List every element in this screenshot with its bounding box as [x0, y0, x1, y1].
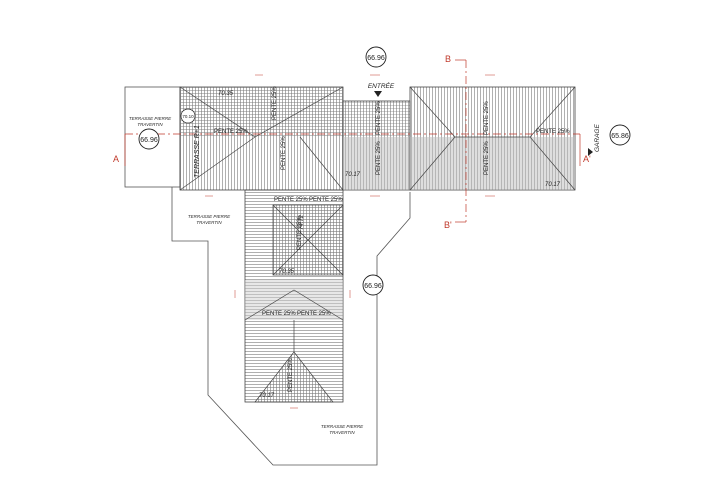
garage-label: GARAGE: [594, 124, 601, 152]
travertin-label-3: TRAVERTIN: [329, 430, 355, 435]
svg-text:65.86: 65.86: [611, 133, 629, 140]
section-marker-a-prime: A': [583, 154, 591, 164]
section-marker-b: B: [445, 54, 451, 64]
height-label: 70.17: [545, 182, 561, 188]
slope-label: PENTE 25%: [376, 141, 382, 175]
level-marker-top: 66.96: [365, 46, 387, 68]
entry-arrow-icon: [374, 91, 382, 97]
svg-text:66.96: 66.96: [140, 137, 158, 144]
level-marker-center: 66.96: [362, 274, 384, 296]
svg-text:66.96: 66.96: [364, 283, 382, 290]
slope-label: PENTE 25%: [274, 197, 308, 203]
height-label: 70.17: [259, 393, 275, 399]
level-marker-right: 65.86: [609, 124, 631, 146]
travertin-label-2: TRAVERTIN: [196, 220, 222, 225]
level-tag: 70.10: [180, 108, 196, 124]
svg-text:70.10: 70.10: [182, 114, 194, 119]
slope-label: PENTE 25%: [262, 311, 296, 317]
slope-label: PENTE 25%: [214, 129, 248, 135]
height-label: 70.35: [218, 91, 234, 97]
slope-label: PENTE 25%: [297, 216, 303, 250]
height-label: 70.17: [345, 172, 361, 178]
section-marker-b-prime: B': [444, 220, 452, 230]
garage-arrow-icon: [588, 148, 593, 156]
level-marker-left: 66.96: [138, 128, 160, 150]
slope-label: PENTE 25%: [484, 101, 490, 135]
section-marker-a: A: [113, 154, 119, 164]
terrasse-pierre-label-1: TERRASSE PIERRE: [129, 116, 172, 121]
slope-label: PENTE 25%: [376, 101, 382, 135]
slope-label: PENTE 25%: [536, 129, 570, 135]
section-lines: [124, 59, 581, 223]
slope-label: PENTE 25%: [297, 311, 331, 317]
slope-label: PENTE 25%: [484, 141, 490, 175]
height-label: 70.35: [279, 269, 295, 275]
slope-label: PENTE 25%: [281, 136, 287, 170]
slope-label: PENTE 25%: [288, 358, 294, 392]
terrasse-r1-label: TERRASSE R+1: [194, 125, 201, 178]
svg-text:66.96: 66.96: [367, 55, 385, 62]
roof-main-band: [179, 86, 576, 191]
slope-label: PENTE 25%: [309, 197, 343, 203]
terrasse-pierre-label-3: TERRASSE PIERRE: [321, 424, 364, 429]
travertin-label-1: TRAVERTIN: [137, 122, 163, 127]
dimension-ticks: [205, 74, 495, 409]
terrasse-pierre-label-2: TERRASSE PIERRE: [188, 214, 231, 219]
slope-labels: PENTE 25% PENTE 25% PENTE 25% PENTE 25% …: [214, 86, 570, 392]
slope-label: PENTE 25%: [272, 86, 278, 120]
entry-label: ENTRÉE: [368, 81, 395, 90]
roof-vertical-wing: [244, 189, 344, 403]
height-labels: 70.35 70.17 70.17 70.35 70.17 74.72: [218, 91, 561, 399]
height-label: 74.72: [299, 214, 305, 230]
